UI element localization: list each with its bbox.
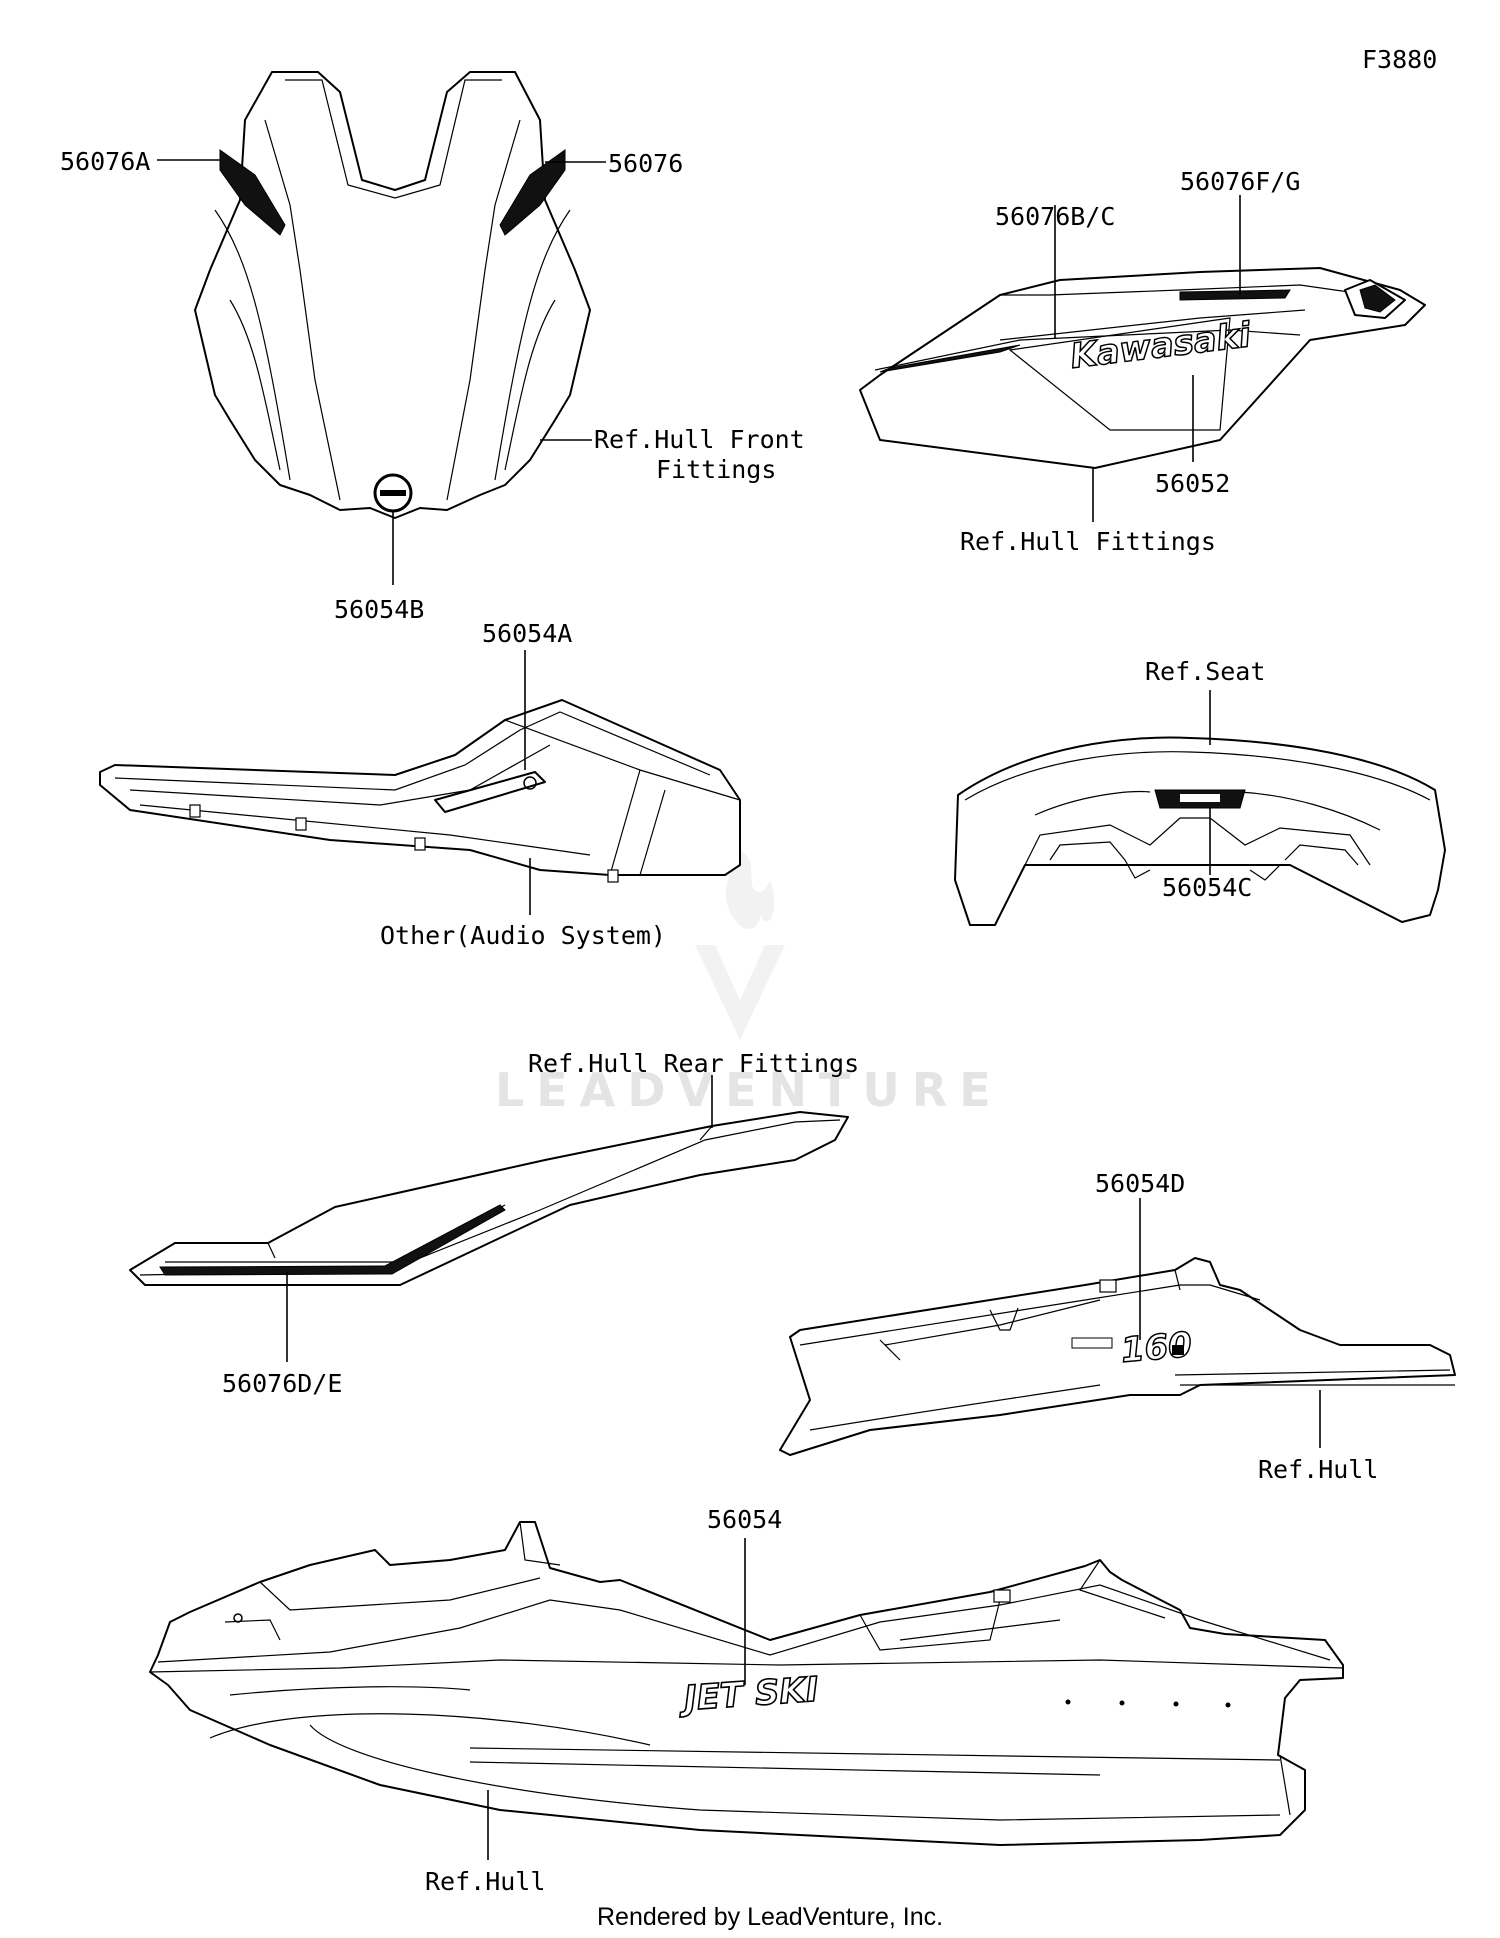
label-56076: 56076 — [608, 149, 683, 178]
label-56054a: 56054A — [482, 619, 572, 648]
label-56076bc: 56076B/C — [995, 202, 1115, 231]
figure-code: F3880 — [1362, 45, 1437, 74]
hp-160-decal: 160 — [1119, 1325, 1193, 1371]
seat-part — [954, 736, 1446, 926]
watermark-text: LEADVENTURE — [495, 1063, 1003, 1117]
footer-credit: Rendered by LeadVenture, Inc. — [597, 1903, 943, 1931]
label-56076fg: 56076F/G — [1180, 167, 1300, 196]
label-56052: 56052 — [1155, 469, 1230, 498]
label-ref-hull-1: Ref.Hull — [1258, 1455, 1378, 1484]
hull-rear-160-part: 160 — [779, 1257, 1456, 1456]
watermark-logo-icon — [695, 850, 785, 1040]
jetski-logo: JET SKI — [677, 1670, 820, 1720]
label-56054b: 56054B — [334, 595, 424, 624]
label-56054: 56054 — [707, 1505, 782, 1534]
label-ref-hull-2: Ref.Hull — [425, 1867, 545, 1896]
hull-jetski-part: JET SKI — [149, 1521, 1344, 1846]
label-ref-hull-fittings: Ref.Hull Fittings — [960, 527, 1216, 556]
label-other-audio-system: Other(Audio System) — [380, 921, 666, 950]
label-ref-hull-front-fittings-1: Ref.Hull Front — [594, 425, 805, 454]
hull-rear-fitting-part — [129, 1111, 849, 1286]
label-56076a: 56076A — [60, 147, 150, 176]
label-ref-seat: Ref.Seat — [1145, 657, 1265, 686]
label-ref-hull-rear-fittings: Ref.Hull Rear Fittings — [528, 1049, 859, 1078]
label-56076de: 56076D/E — [222, 1369, 342, 1398]
label-56054d: 56054D — [1095, 1169, 1185, 1198]
hull-front-fitting-part — [194, 71, 591, 519]
label-ref-hull-front-fittings-2: Fittings — [656, 455, 776, 484]
hull-fitting-kawasaki-part: Kawasaki — [859, 267, 1426, 469]
label-56054c: 56054C — [1162, 873, 1252, 902]
audio-system-side-part — [99, 699, 741, 883]
